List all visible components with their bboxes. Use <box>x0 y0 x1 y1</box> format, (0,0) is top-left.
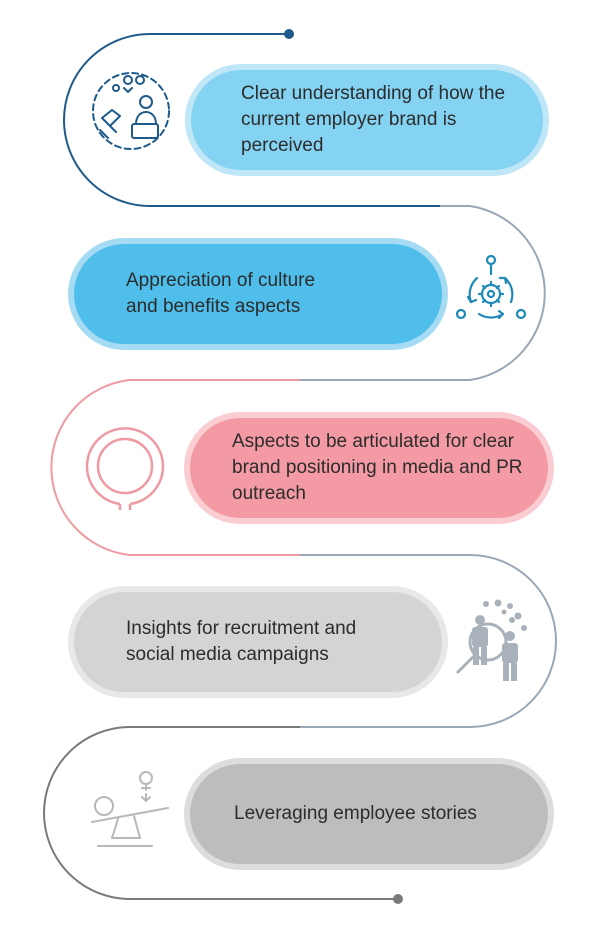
gear-cycle-icon <box>455 254 527 320</box>
step-3-pill: Aspects to be articulated for clear bran… <box>190 418 548 518</box>
step-5-pill: Leveraging employee stories <box>190 764 548 864</box>
people-search-icon <box>456 599 527 681</box>
step-4-pill: Insights for recruitment and social medi… <box>74 592 442 692</box>
step-4-text: Insights for recruitment and social medi… <box>126 618 357 665</box>
step-3-text: Aspects to be articulated for clear bran… <box>232 431 523 504</box>
step-2-text: Appreciation of culture and benefits asp… <box>126 270 316 317</box>
target-ring-icon <box>85 427 165 510</box>
step-2-pill: Appreciation of culture and benefits asp… <box>74 244 442 344</box>
connector-segment-3 <box>50 379 300 556</box>
step-1-pill: Clear understanding of how the current e… <box>191 70 543 170</box>
connector-segment-1 <box>63 33 440 207</box>
team-collaboration-icon <box>92 72 170 150</box>
step-5-pill-outer: Leveraging employee stories <box>184 758 554 870</box>
step-2-pill-outer: Appreciation of culture and benefits asp… <box>68 238 448 350</box>
connector-start-dot <box>284 29 294 39</box>
step-1-pill-outer: Clear understanding of how the current e… <box>185 64 549 176</box>
connector-end-dot <box>393 894 403 904</box>
balance-seesaw-icon <box>91 771 169 847</box>
step-5-text: Leveraging employee stories <box>234 803 477 824</box>
connector-segment-5 <box>43 726 398 900</box>
step-4-pill-outer: Insights for recruitment and social medi… <box>68 586 448 698</box>
connector-segment-2 <box>300 205 546 381</box>
step-3-pill-outer: Aspects to be articulated for clear bran… <box>184 412 554 524</box>
step-1-text: Clear understanding of how the current e… <box>241 83 506 156</box>
connector-segment-4 <box>300 554 557 728</box>
